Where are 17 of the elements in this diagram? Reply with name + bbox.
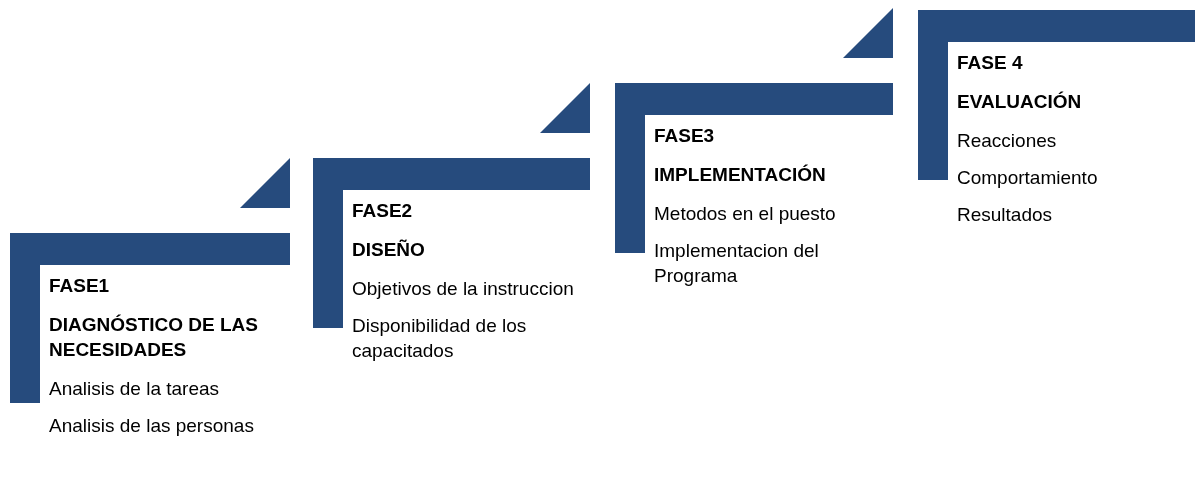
phase-item: Comportamiento xyxy=(957,166,1099,190)
phase-number: FASE1 xyxy=(49,274,111,298)
phase-title: DIAGNÓSTICO DE LAS NECESIDADES xyxy=(49,313,259,362)
phase-item: Analisis de las personas xyxy=(49,414,255,438)
phase-item: Metodos en el puesto xyxy=(654,202,837,226)
phase-item: Resultados xyxy=(957,203,1054,227)
phase-item: Analisis de la tareas xyxy=(49,377,221,401)
phase-number: FASE2 xyxy=(352,199,414,223)
phase-title: DISEÑO xyxy=(352,238,426,262)
phase-number: FASE3 xyxy=(654,124,716,148)
phase-item: Implementacion del Programa xyxy=(654,239,820,288)
phase-number: FASE 4 xyxy=(957,51,1024,75)
phase-title: EVALUACIÓN xyxy=(957,90,1083,114)
phase-item: Objetivos de la instruccion xyxy=(352,277,575,301)
phase-item: Reacciones xyxy=(957,129,1058,153)
phase-title: IMPLEMENTACIÓN xyxy=(654,163,827,187)
phase-item: Disponibilidad de los capacitados xyxy=(352,314,528,363)
